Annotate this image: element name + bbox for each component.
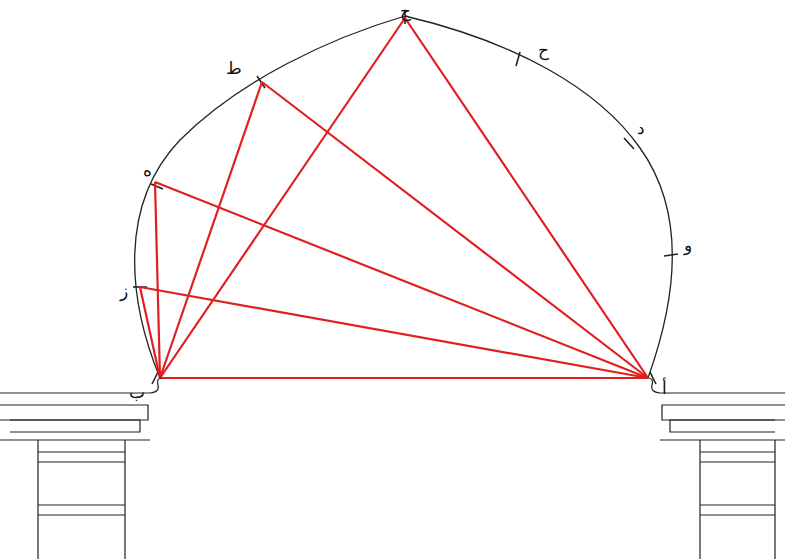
right-capital <box>662 405 785 420</box>
division-ticks <box>133 10 678 384</box>
left-capital <box>0 405 148 420</box>
right-column <box>700 440 775 559</box>
point-letter: د <box>637 120 645 137</box>
point-letter: ب <box>129 384 145 401</box>
point-letter: ز <box>120 283 128 300</box>
point-letter: و <box>684 237 692 254</box>
construction-lines <box>140 18 648 378</box>
point-letter: ط <box>226 60 242 77</box>
arch-right-curve <box>405 16 673 378</box>
columns <box>0 378 785 559</box>
right-impost <box>648 378 785 393</box>
point-letter: ح <box>538 42 549 59</box>
point-letter: ه <box>143 162 152 179</box>
point-letter: ج <box>400 3 411 20</box>
arch-outline <box>135 16 673 378</box>
point-letter: أ <box>662 380 667 397</box>
left-column <box>38 440 125 559</box>
arch-left-curve <box>135 16 405 378</box>
